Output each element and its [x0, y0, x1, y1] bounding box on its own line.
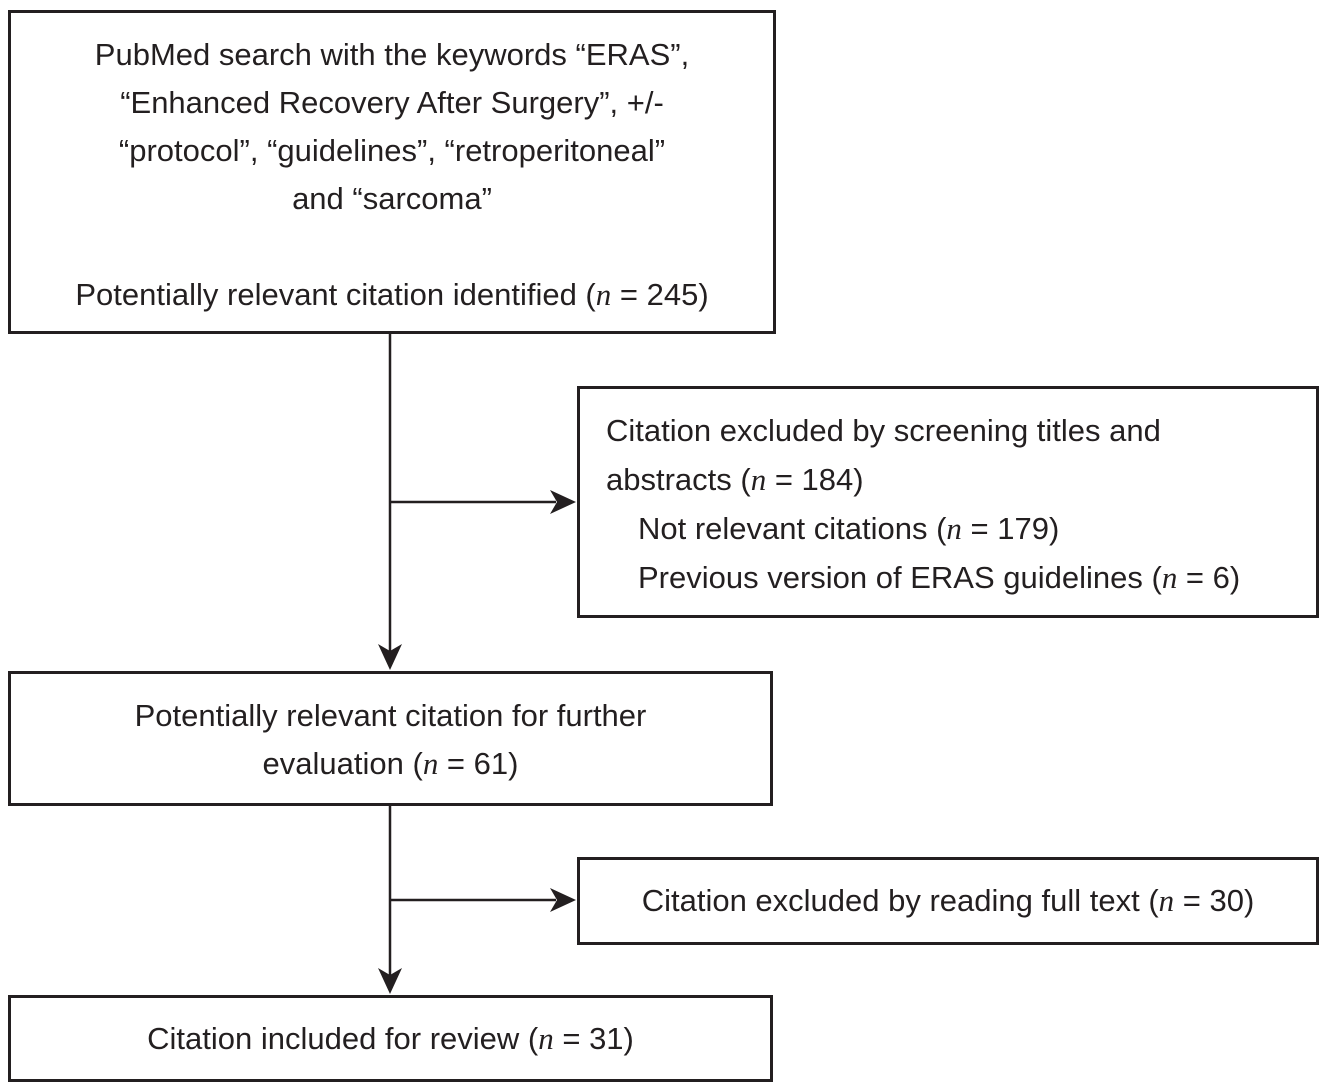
- box-excluded-by-fulltext: Citation excluded by reading full text (…: [577, 857, 1319, 945]
- excluded-screening-line-1: Citation excluded by screening titles an…: [606, 413, 1161, 448]
- box-excluded-by-screening: Citation excluded by screening titles an…: [577, 386, 1319, 618]
- excluded-screening-count: abstracts (n = 184): [606, 462, 864, 497]
- arrow-branch-to-excluded-fulltext: [390, 888, 576, 912]
- search-keywords-line-3: “protocol”, “guidelines”, “retroperitone…: [118, 133, 666, 168]
- arrow-further-to-included: [378, 806, 402, 994]
- box-further-evaluation: Potentially relevant citation for furthe…: [8, 671, 773, 806]
- excluded-reason-previous-version: Previous version of ERAS guidelines (n =…: [638, 560, 1241, 595]
- arrow-right-icon: [550, 490, 576, 514]
- search-keywords-line-4: and “sarcoma”: [292, 181, 492, 216]
- search-keywords-line-1: PubMed search with the keywords “ERAS”,: [94, 37, 690, 72]
- box-pubmed-search: PubMed search with the keywords “ERAS”, …: [8, 10, 776, 334]
- arrow-down-icon: [378, 968, 402, 994]
- excluded-reason-not-relevant: Not relevant citations (n = 179): [638, 511, 1060, 546]
- arrow-branch-to-excluded-screening: [390, 490, 576, 514]
- excluded-fulltext-count: Citation excluded by reading full text (…: [641, 883, 1255, 918]
- further-evaluation-line-1: Potentially relevant citation for furthe…: [134, 698, 647, 733]
- blank-line: [11, 223, 773, 271]
- arrow-right-icon: [550, 888, 576, 912]
- citations-identified-count: Potentially relevant citation identified…: [75, 277, 709, 312]
- box-included-for-review: Citation included for review (n = 31): [8, 995, 773, 1082]
- included-count: Citation included for review (n = 31): [147, 1020, 634, 1056]
- arrow-down-icon: [378, 644, 402, 670]
- arrow-search-to-further: [378, 334, 402, 670]
- further-evaluation-count: evaluation (n = 61): [262, 746, 519, 781]
- search-keywords-line-2: “Enhanced Recovery After Surgery”, +/-: [120, 85, 664, 120]
